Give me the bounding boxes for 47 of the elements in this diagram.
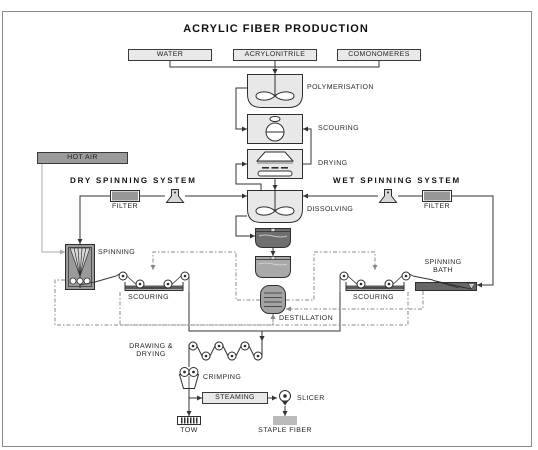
washing-drum-drawing	[247, 114, 303, 144]
dashed-arrow	[150, 252, 260, 300]
dashed-arrow	[120, 292, 276, 326]
diagram-title: ACRYLIC FIBER PRODUCTION	[183, 23, 369, 35]
stirred-tank-drawing	[247, 74, 303, 108]
flow-arrow	[272, 178, 278, 190]
dashed-arrow	[270, 292, 408, 326]
flow-arrow	[236, 216, 256, 238]
dashed-arrow	[286, 252, 378, 300]
roller-bath-drawing	[116, 270, 192, 292]
section-heading: WET SPINNING SYSTEM	[333, 176, 461, 186]
flow-arrow	[236, 162, 262, 190]
pump-icon	[378, 188, 398, 203]
flow-arrow	[272, 60, 380, 74]
tank-drawing	[255, 256, 291, 278]
flow-arrow	[236, 88, 248, 132]
dashed-arrow	[54, 280, 276, 326]
tow-bale-icon	[177, 416, 201, 425]
roller-bath-drawing	[337, 270, 413, 292]
spinneret-drawing	[65, 244, 95, 290]
dashed-arrow	[286, 290, 424, 312]
flow-arrow	[452, 196, 494, 288]
fiber-block	[273, 416, 297, 425]
crimper-drawing	[178, 367, 200, 389]
spinning-bath-drawing	[415, 280, 477, 291]
stirred-tank-drawing	[247, 190, 303, 223]
distillation-column-drawing	[260, 285, 286, 314]
flow-arrow	[184, 194, 248, 198]
flow-arrow	[302, 194, 378, 198]
connector-line	[94, 276, 116, 282]
cutter-icon	[277, 390, 293, 406]
flow-arrow	[260, 292, 340, 342]
flow-arrow	[302, 126, 312, 164]
connector-line	[188, 360, 190, 368]
tank-drawing	[255, 228, 291, 248]
pump-icon	[165, 188, 185, 203]
filter-icon	[110, 190, 140, 202]
filter-icon	[422, 190, 452, 202]
flow-arrow	[42, 164, 66, 254]
flow-arrow	[270, 248, 276, 256]
connector-line	[412, 276, 434, 280]
flow-arrow	[282, 406, 288, 416]
flow-arrow	[268, 396, 278, 400]
dryer-drawing	[247, 149, 303, 179]
flow-arrow	[78, 196, 110, 244]
flow-arrow	[188, 388, 202, 400]
section-heading: DRY SPINNING SYSTEM	[70, 176, 197, 186]
